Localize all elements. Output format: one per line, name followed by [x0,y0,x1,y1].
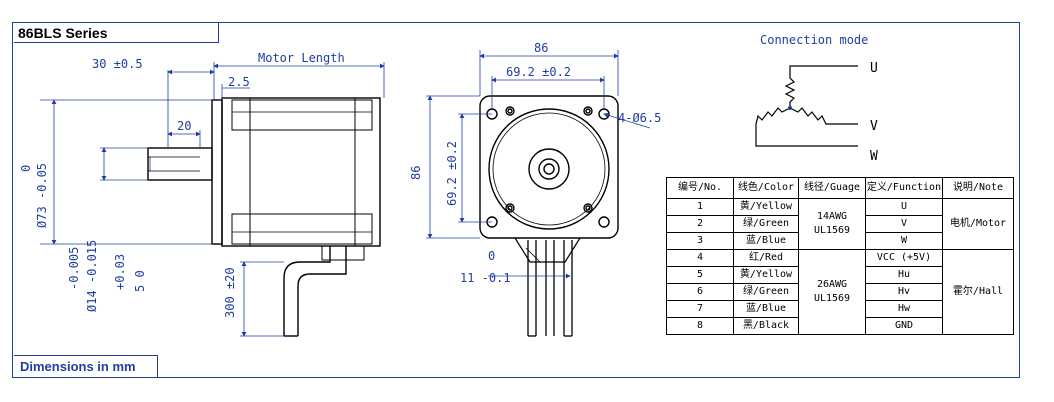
cell-color: 黑/Black [733,317,799,335]
dim-shaft-length: 30 ±0.5 [92,57,143,71]
cell-gauge-motor: 14AWG UL1569 [798,198,866,250]
cell-color: 绿/Green [733,215,799,233]
terminal-v: V [870,119,878,134]
mounting-holes [486,106,610,228]
cell-color: 红/Red [733,249,799,267]
cell-no: 7 [666,300,734,318]
front-view-dimensions [426,50,651,279]
table-row: 5 黄/Yellow Hu [666,266,1014,284]
cell-no: 4 [666,249,734,267]
dim-flange-width: 86 [534,41,548,55]
dim-lead-length: 300 ±20 [223,267,237,318]
dim-flange: 2.5 [228,75,250,89]
series-title: 86BLS Series [18,25,108,41]
units-label: Dimensions in mm [20,359,136,374]
front-view [479,95,619,337]
table-header-row: 编号/No. 线色/Color 线径/Guage 定义/Function 说明/… [666,177,1014,199]
cell-color: 蓝/Blue [733,300,799,318]
dim-hole-diameter: 4-Ø6.5 [618,111,661,125]
front-flange [479,95,619,239]
terminal-u: U [870,61,878,76]
coil-u [784,65,858,108]
cell-note-motor: 电机/Motor [942,198,1014,250]
cell-function: Hv [865,283,943,301]
cell-no: 1 [666,198,734,216]
cell-function: V [865,215,943,233]
dim-hole-spacing-v: 69.2 ±0.2 [445,141,459,206]
dim-key-depth-tolerance: 0 [488,249,495,263]
table-row: 1 黄/Yellow 14AWG UL1569 U 电机/Motor [666,198,1014,250]
table-row: 2 绿/Green V [666,215,1014,233]
cell-function: W [865,232,943,250]
table-row: 7 蓝/Blue Hw [666,300,1014,318]
cell-no: 2 [666,215,734,233]
cell-function: Hu [865,266,943,284]
dim-shaft-diameter: Ø14 -0.015 [85,240,99,312]
title-block: 86BLS Series [14,23,219,43]
dim-motor-length: Motor Length [258,51,345,65]
cell-no: 3 [666,232,734,250]
cell-function: GND [865,317,943,335]
dim-boss-diameter: Ø73 -0.05 [35,163,49,228]
coil-v [789,107,858,125]
table-row: 4 红/Red 26AWG UL1569 VCC (+5V) 霍尔/Hall [666,249,1014,335]
terminal-w: W [870,149,878,164]
header-function: 定义/Function [865,177,943,199]
dim-boss-tolerance: 0 [19,165,33,172]
table-row: 6 绿/Green Hv [666,283,1014,301]
side-view-dimensions [40,62,385,337]
table-row: 8 黑/Black GND [666,317,1014,335]
dim-key-length: 20 [177,119,191,133]
motor-body [221,97,381,247]
front-face-circle [488,108,610,230]
gauge-hall-awg: 26AWG [816,279,848,290]
gauge-hall-ul: UL1569 [813,293,851,304]
cell-no: 6 [666,283,734,301]
dim-shaft-tolerance: -0.005 [67,247,81,290]
dim-flange-height: 86 [409,166,423,180]
cell-function: U [865,198,943,216]
cell-function: Hw [865,300,943,318]
cell-function: VCC (+5V) [865,249,943,267]
header-color: 线色/Color [733,177,799,199]
units-block: Dimensions in mm [14,355,158,377]
cell-color: 绿/Green [733,283,799,301]
drawing-frame [12,22,1020,378]
dim-key-height-tolerance: 5 0 [133,270,147,292]
cell-color: 黄/Yellow [733,198,799,216]
shaft-bore [528,148,570,190]
side-view [147,97,381,337]
cell-no: 8 [666,317,734,335]
header-gauge: 线径/Guage [798,177,866,199]
connection-title: Connection mode [760,33,868,47]
connection-diagram: Connection mode U V W [755,33,878,164]
cell-gauge-hall: 26AWG UL1569 [798,249,866,335]
cell-color: 蓝/Blue [733,232,799,250]
coil-w [755,107,858,147]
wiring-table: 编号/No. 线色/Color 线径/Guage 定义/Function 说明/… [666,177,1014,335]
shaft [147,147,213,181]
cell-note-hall: 霍尔/Hall [942,249,1014,335]
front-lead-wires [527,240,573,337]
cell-color: 黄/Yellow [733,266,799,284]
header-note: 说明/Note [942,177,1014,199]
lead-cable [283,246,331,336]
dim-key-depth: 11 -0.1 [460,271,511,285]
gauge-motor-awg: 14AWG [816,211,848,222]
gauge-motor-ul: UL1569 [813,225,851,236]
flange-boss [211,99,223,245]
header-no: 编号/No. [666,177,734,199]
cell-no: 5 [666,266,734,284]
dim-key-height: +0.03 [113,254,127,290]
dim-hole-spacing-h: 69.2 ±0.2 [506,65,571,79]
